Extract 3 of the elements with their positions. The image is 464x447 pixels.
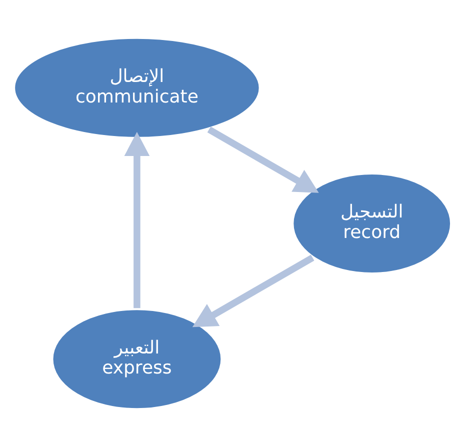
arrow: [192, 254, 314, 328]
arrow: [206, 126, 318, 193]
arrow: [124, 132, 150, 308]
